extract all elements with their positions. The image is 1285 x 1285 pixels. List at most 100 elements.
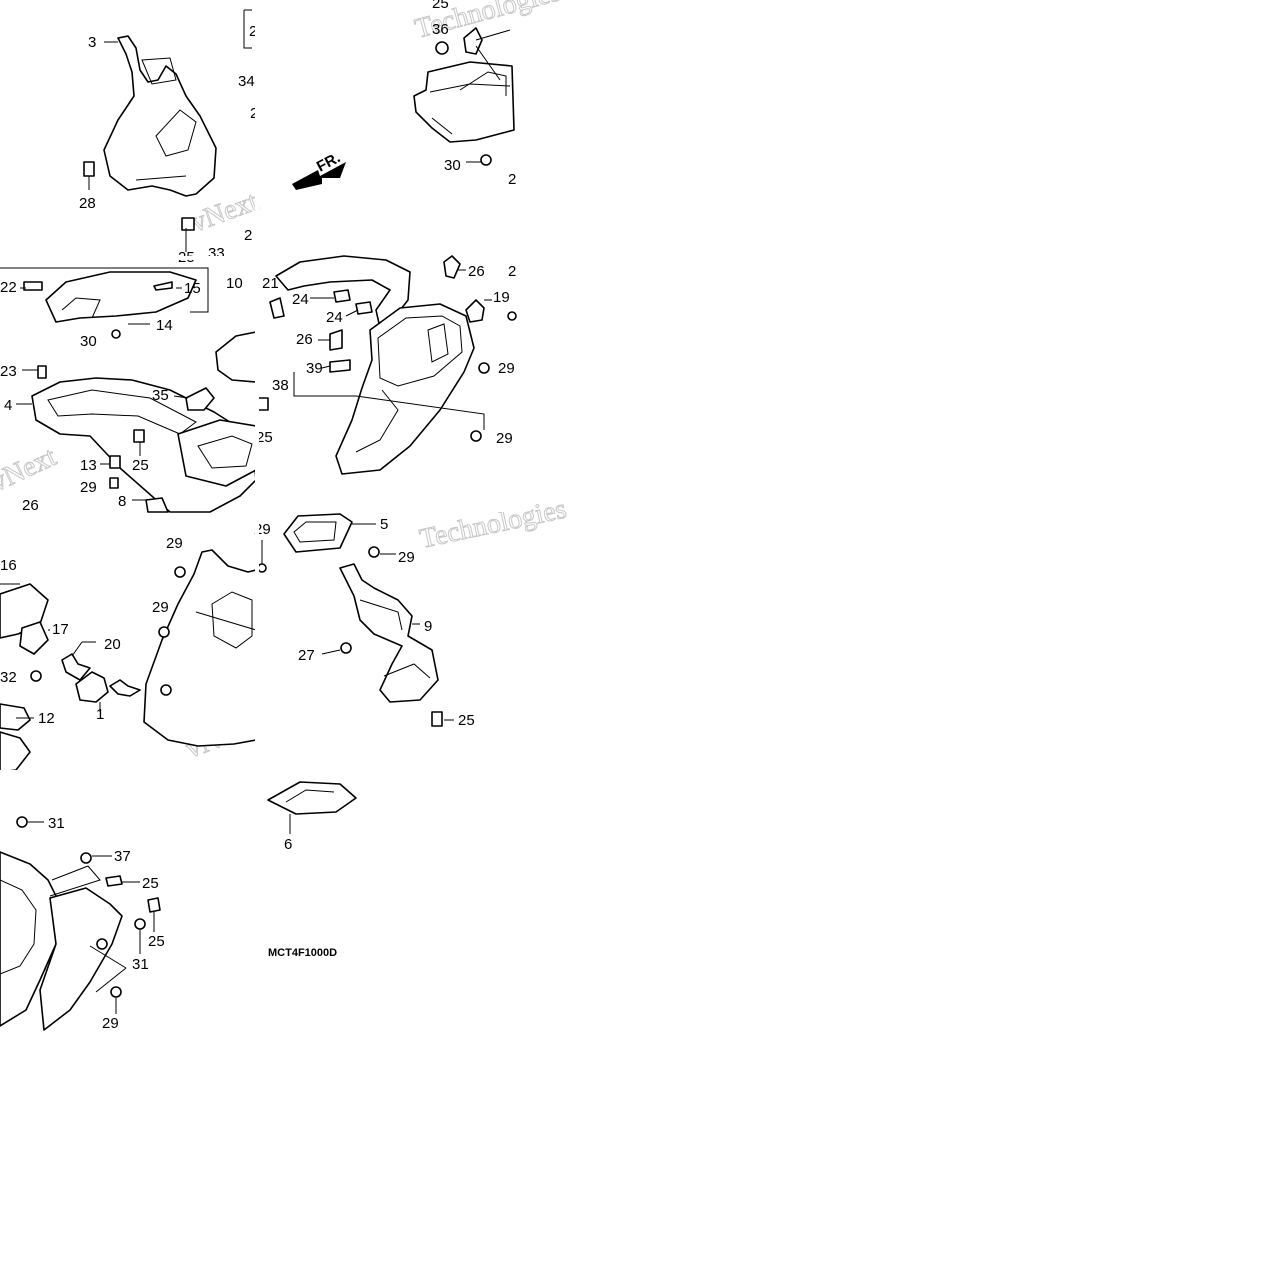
callout-4: 4 [4, 397, 12, 414]
part-seat-tray [413, 61, 515, 143]
screw-29-icon [174, 566, 186, 578]
callout-25: 25 [132, 457, 149, 474]
callout-16: 16 [0, 557, 17, 574]
part-14-lid [45, 271, 197, 323]
grommet-37-icon [80, 852, 92, 864]
part-3-slot [141, 57, 177, 85]
callout-23: 23 [0, 363, 17, 380]
tile-separators [0, 0, 516, 774]
part-8-icon [145, 497, 169, 513]
callout-25: 25 [458, 712, 475, 729]
callout-14: 14 [156, 317, 173, 334]
callout-25: 25 [256, 429, 273, 446]
screw-29-icon [478, 362, 490, 374]
callout-22: 22 [0, 279, 17, 296]
callout-26: 26 [296, 331, 313, 348]
callout-6: 6 [284, 836, 292, 853]
part-box [177, 419, 257, 487]
part-6-cover [267, 781, 357, 815]
callout-28: 28 [79, 195, 96, 212]
key-icon [109, 679, 141, 697]
callout-29: 29 [80, 479, 97, 496]
callout-29: 29 [166, 535, 183, 552]
callout-2: 2 [250, 105, 258, 122]
callout-34: 34 [238, 73, 255, 90]
part-17-bracket [19, 621, 49, 655]
callout-20: 20 [104, 636, 121, 653]
bolt-23-icon [37, 365, 47, 379]
callout-36: 36 [432, 21, 449, 38]
screw-29-icon [257, 563, 267, 573]
clip-26-icon [443, 255, 461, 279]
callout-26: 26 [22, 497, 39, 514]
callout-25: 25 [142, 875, 159, 892]
callout-17: 17 [52, 621, 69, 638]
pad-15-icon [153, 281, 173, 291]
callout-29: 29 [498, 360, 515, 377]
grommet-19-icon [465, 299, 485, 323]
screw-29-icon [368, 546, 380, 558]
bracket-2-top [243, 9, 252, 49]
callout-9: 9 [424, 618, 432, 635]
callout-30: 30 [444, 157, 461, 174]
clip-25-icon [133, 429, 145, 443]
callout-31: 31 [48, 815, 65, 832]
part-12-panel [0, 703, 31, 731]
clip-25-icon [431, 711, 443, 727]
clip-33-icon [181, 217, 195, 231]
clip-25-icon [257, 397, 269, 411]
clip-20-icon [61, 653, 91, 681]
part-side-panel [143, 549, 257, 747]
callout-29: 29 [152, 599, 169, 616]
drawing-code: MCT4F1000D [268, 947, 337, 959]
clip-24-icon [355, 301, 373, 315]
screw-31-icon [16, 816, 28, 828]
callout-35: 35 [152, 387, 169, 404]
callout-26: 26 [468, 263, 485, 280]
clip-25-icon [147, 897, 161, 913]
nut-36-icon [435, 41, 449, 55]
callout-10: 10 [226, 275, 243, 292]
callout-24: 24 [326, 309, 343, 326]
callout-2: 2 [508, 263, 516, 280]
screw-32-icon [30, 670, 42, 682]
tile-f: Technologies 29 5 29 9 27 25 6 MCT4F1000… [254, 493, 570, 959]
screw-29-icon [110, 986, 122, 998]
callout-2: 2 [508, 171, 516, 188]
part-3-bracket [103, 35, 217, 197]
tile-c: vNext 22 15 10 14 30 23 4 35 [0, 267, 273, 514]
callout-29: 29 [102, 1015, 119, 1032]
screw-29-icon [109, 477, 119, 489]
callout-30: 30 [80, 333, 97, 350]
callout-25: 25 [432, 0, 449, 12]
callout-29: 29 [496, 430, 513, 447]
part-9-duct [339, 563, 439, 703]
clip-26-icon [329, 329, 343, 351]
callout-21: 21 [262, 275, 279, 292]
screw-30-icon [480, 154, 492, 166]
watermark-text: Technologies [417, 494, 569, 555]
callout-24: 24 [292, 291, 309, 308]
grommet-icon [96, 938, 108, 950]
clip-25-icon [105, 875, 123, 887]
callout-1: 1 [96, 706, 104, 723]
callout-32: 32 [0, 669, 17, 686]
callout-38: 38 [272, 377, 289, 394]
callout-39: 39 [306, 360, 323, 377]
part-5-tray [283, 513, 353, 553]
callout-37: 37 [114, 848, 131, 865]
screw-30-icon [111, 329, 121, 339]
part-3-opening [155, 109, 197, 157]
part-side-skirt [39, 887, 123, 1031]
bracket-38 [293, 372, 356, 397]
screw-31-icon [134, 918, 146, 930]
pad-39-icon [329, 359, 351, 373]
clip-24-icon [333, 289, 351, 303]
watermark-text: vNext [0, 441, 61, 498]
grommet-icon [160, 684, 172, 696]
callout-29: 29 [398, 549, 415, 566]
part-38-compartment [335, 303, 475, 475]
callout-5: 5 [380, 516, 388, 533]
